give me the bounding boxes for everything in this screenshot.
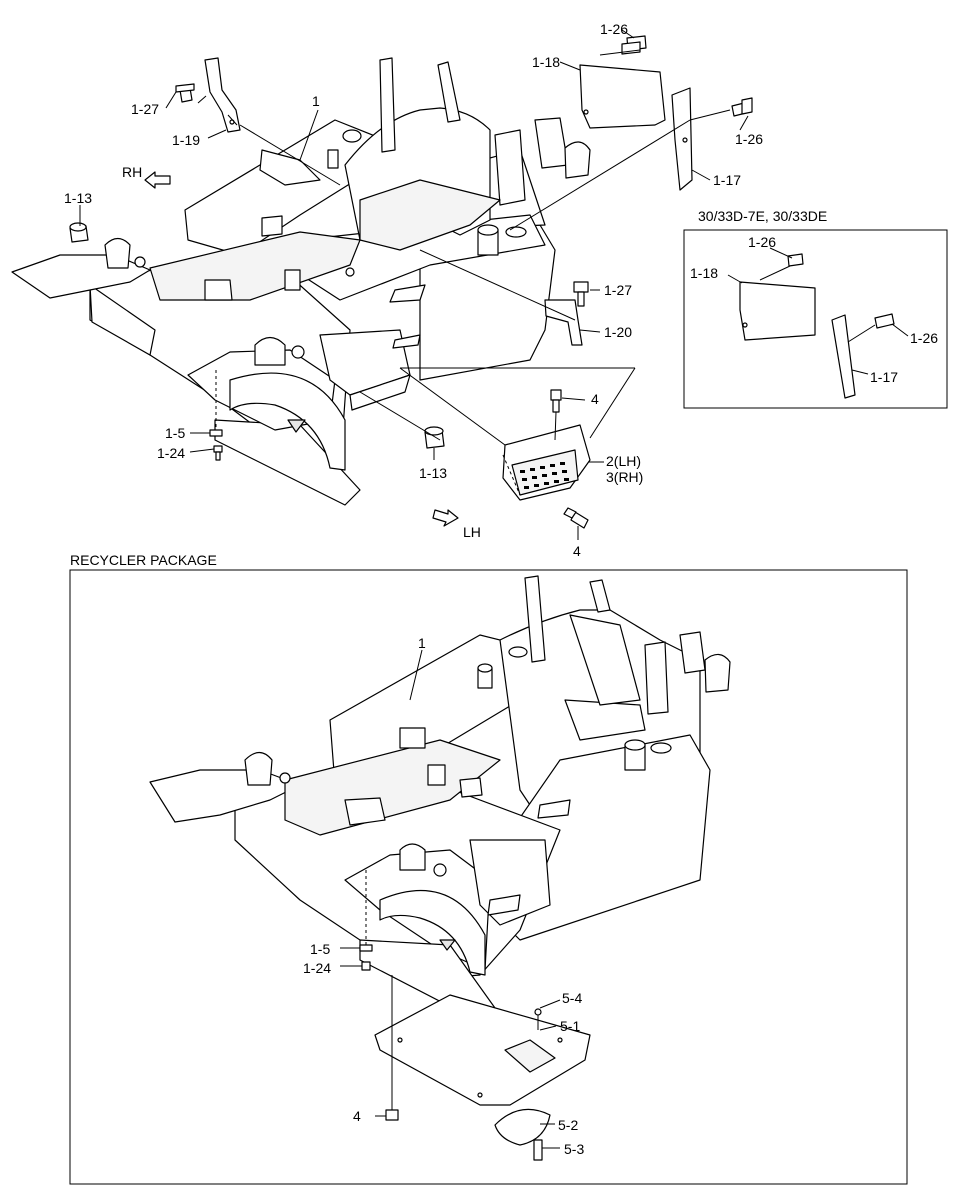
label-frame-1: 1 — [312, 93, 320, 109]
recycler-bolt-5-3 — [533, 1139, 543, 1161]
bolt-1-27-top — [175, 83, 195, 103]
cover-1-17 — [671, 87, 693, 191]
inset-cover-1-17 — [831, 314, 856, 399]
bushing-1-13-mid — [424, 426, 445, 449]
inset-label-1-26-b: 1-26 — [910, 330, 938, 346]
recycler-bolt-5-4 — [534, 1008, 542, 1016]
label-1-17: 1-17 — [713, 172, 741, 188]
label-1-5-top: 1-5 — [165, 425, 185, 441]
label-1-26-right: 1-26 — [735, 131, 763, 147]
bolt-4-bottom — [563, 507, 589, 529]
inset-label-1-18: 1-18 — [690, 265, 718, 281]
inset-label-1-17: 1-17 — [870, 369, 898, 385]
recycler-leader-lines — [340, 649, 561, 1149]
step-2-3 — [502, 424, 591, 501]
label-4-bottom-top: 4 — [573, 543, 581, 559]
bracket-1-20 — [544, 299, 583, 346]
bolt-1-26-right — [731, 97, 753, 117]
recycler-cover-5-2 — [494, 1108, 551, 1146]
recycler-bolt-1-24 — [361, 961, 371, 971]
recycler-label-frame-1: 1 — [418, 635, 426, 651]
label-1-13-mid: 1-13 — [419, 465, 447, 481]
label-1-13-left: 1-13 — [64, 190, 92, 206]
recycler-label-4: 4 — [353, 1108, 361, 1124]
label-1-18-top: 1-18 — [532, 54, 560, 70]
inset-leader-lines — [727, 247, 909, 375]
label-4-top: 4 — [591, 391, 599, 407]
recycler-label-5-2: 5-2 — [558, 1117, 578, 1133]
label-1-27-top: 1-27 — [131, 101, 159, 117]
bolt-1-24-top — [213, 445, 223, 461]
recycler-bolt-4 — [385, 1109, 399, 1121]
label-lh: LH — [463, 524, 481, 540]
recycler-frame-assembly — [149, 575, 731, 1023]
leader-lines-top — [79, 29, 749, 540]
recycler-label-1-5: 1-5 — [310, 941, 330, 957]
recycler-label-5-1: 5-1 — [560, 1018, 580, 1034]
inset-label-1-26-a: 1-26 — [748, 234, 776, 250]
bracket-1-19 — [204, 57, 241, 133]
recycler-under-cover-5-1 — [374, 994, 591, 1106]
label-3-rh: 3(RH) — [606, 469, 643, 485]
label-rh: RH — [122, 164, 142, 180]
inset-bolt-1-26-b — [874, 313, 895, 329]
recycler-label-5-3: 5-3 — [564, 1141, 584, 1157]
label-1-19: 1-19 — [172, 132, 200, 148]
cover-1-18 — [579, 64, 666, 129]
rh-arrow-icon — [144, 171, 171, 189]
shim-1-5-top — [209, 429, 223, 437]
inset-cover-1-18 — [739, 281, 816, 341]
label-1-24-top: 1-24 — [157, 445, 185, 461]
bolt-4-top — [550, 389, 562, 413]
lh-arrow-icon — [432, 509, 459, 527]
label-2-lh: 2(LH) — [606, 453, 641, 469]
inset-bolt-1-26-a — [787, 253, 804, 267]
bushing-1-13-left — [69, 222, 89, 243]
recycler-label-1-24: 1-24 — [303, 960, 331, 976]
label-1-27-mid: 1-27 — [604, 282, 632, 298]
recycler-box — [69, 569, 908, 1185]
bolt-1-26-top — [621, 35, 647, 55]
bolt-1-27-mid — [573, 281, 589, 307]
label-1-26-top: 1-26 — [600, 21, 628, 37]
recycler-title: RECYCLER PACKAGE — [70, 552, 217, 568]
recycler-shim-1-5 — [359, 944, 373, 952]
main-frame-assembly — [11, 57, 591, 506]
inset-box — [683, 229, 948, 409]
label-1-20: 1-20 — [604, 324, 632, 340]
inset-title: 30/33D-7E, 30/33DE — [698, 208, 827, 224]
recycler-label-5-4: 5-4 — [562, 990, 582, 1006]
